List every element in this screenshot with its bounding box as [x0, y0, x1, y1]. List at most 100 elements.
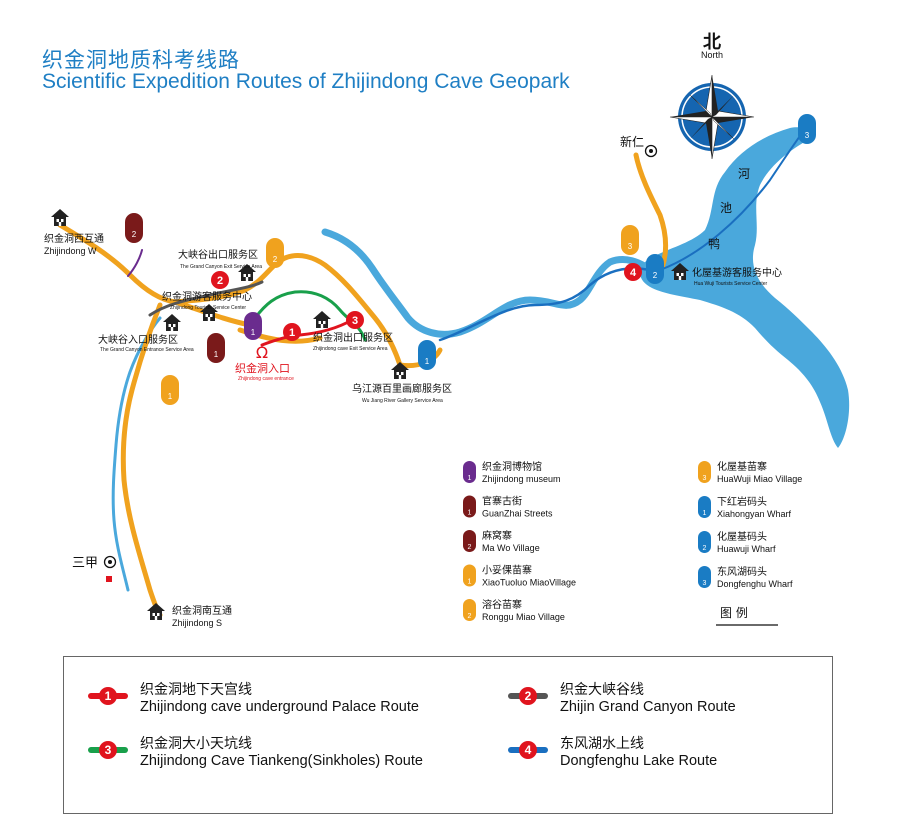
label-cave-entrance-cn: 织金洞入口 [235, 361, 290, 375]
legend-label-cn: 化屋基码头 [717, 530, 767, 543]
omega-icon: Ω [256, 343, 268, 362]
legend-marker-num: 1 [468, 475, 472, 482]
label-zhijin-w-cn: 织金洞西互通 [44, 232, 104, 245]
legend-label-cn: 织金洞博物馆 [482, 460, 542, 473]
map-wharf-3-num: 3 [805, 131, 810, 140]
label-tourist-center-cn: 织金洞游客服务中心 [162, 290, 252, 303]
legend-marker [698, 531, 711, 553]
route-2-name-en: Zhijin Grand Canyon Route [560, 699, 736, 715]
legend-label-en: HuaWuji Miao Village [717, 474, 802, 484]
route-4-line [438, 267, 652, 342]
label-huawuji-center-cn: 化屋基游客服务中心 [692, 266, 782, 279]
route-2-badge: 2 [519, 687, 537, 705]
legend-marker-num: 3 [703, 475, 707, 482]
house-icon [147, 603, 165, 620]
north-compass [669, 74, 755, 160]
legend-marker-num: 3 [703, 580, 707, 587]
legend-marker-num: 1 [468, 510, 472, 517]
map-route-1-num: 1 [289, 327, 295, 339]
legend-label-cn: 小妥倮苗寨 [482, 564, 532, 577]
map-wharf-1-num: 1 [425, 357, 430, 366]
label-canyon-entrance-en: The Grand Canyon Entrance Service Area [100, 347, 194, 353]
route-number-markers: 2 1 3 4 [211, 263, 642, 341]
house-icon [163, 314, 181, 331]
map-wharf-2-num: 2 [653, 271, 658, 280]
river-west [111, 316, 162, 592]
legend-label-cn: 下红岩码头 [717, 495, 767, 508]
label-lake-2: 池 [720, 201, 732, 215]
legend-label-en: Ma Wo Village [482, 543, 540, 553]
route-4-name-cn: 东风湖水上线 [560, 736, 644, 752]
legend-marker [463, 599, 476, 621]
label-cave-entrance-en: Zhijindong cave entrance [238, 376, 294, 382]
map-village-1-num: 1 [214, 350, 219, 359]
route-1-name-en: Zhijindong cave underground Palace Route [140, 699, 419, 715]
compass-north-en: North [701, 50, 723, 60]
label-zhijin-s-en: Zhijindong S [172, 618, 222, 628]
legend-marker-num: 2 [468, 544, 472, 551]
legend-label-cn: 东风湖码头 [717, 565, 767, 578]
label-cave-exit-en: Zhijindong cave Exit Service Area [313, 346, 388, 352]
route-4-badge: 4 [519, 741, 537, 759]
house-icon [51, 209, 69, 226]
map-title-cn: 织金洞地质科考线路 [42, 48, 240, 72]
map-route-3-num: 3 [352, 315, 358, 327]
dongfeng-lake [640, 127, 850, 449]
legend-label-en: Zhijindong museum [482, 474, 561, 484]
legend-title: 图 例 [720, 606, 748, 620]
label-wujiang-cn: 乌江源百里画廊服务区 [352, 382, 452, 395]
label-xinren: 新仁 [620, 134, 644, 149]
place-labels: 新仁 三甲 织金洞西互通 Zhijindong W 大峡谷出口服务区 The G… [44, 134, 782, 628]
route-2-canyon [127, 249, 143, 277]
legend-label-cn: 麻窝寨 [482, 529, 512, 542]
route-1-name-cn: 织金洞地下天宫线 [140, 682, 252, 698]
route-3-name-en: Zhijindong Cave Tiankeng(Sinkholes) Rout… [140, 753, 423, 769]
legend-marker [698, 566, 711, 588]
legend-label-en: Huawuji Wharf [717, 544, 776, 554]
water-bodies [111, 127, 850, 592]
label-wujiang-en: Wu Jiang River Gallery Service Area [362, 398, 443, 404]
route-4-lake [659, 127, 807, 271]
route-2-line [148, 280, 264, 317]
label-canyon-entrance-cn: 大峡谷入口服务区 [98, 333, 178, 346]
map-miao-3-num: 3 [628, 242, 633, 251]
cave-entrance: Ω 织金洞入口 Zhijindong cave entrance [235, 343, 294, 382]
route-4-name-en: Dongfenghu Lake Route [560, 753, 718, 769]
label-canyon-exit-en: The Grand Canyon Exit Service Area [180, 264, 262, 270]
route-1-badge: 1 [99, 687, 117, 705]
map-village-2-num: 2 [132, 230, 137, 239]
legend-label-en: XiaoTuoluo MiaoVillage [482, 578, 576, 588]
legend-marker-num: 2 [468, 613, 472, 620]
route-3-name-cn: 织金洞大小天坑线 [140, 736, 252, 752]
river-upper [321, 228, 654, 338]
map-title-en: Scientific Expedition Routes of Zhijindo… [42, 70, 570, 93]
legend-label-cn: 化屋基苗寨 [717, 460, 767, 473]
route-2-name-cn: 织金大峡谷线 [560, 682, 644, 698]
legend-label-en: Ronggu Miao Village [482, 612, 565, 622]
legend-marker [463, 564, 476, 587]
map-museum-num: 1 [251, 328, 256, 337]
map-route-4-num: 4 [630, 267, 637, 279]
legend-marker [698, 461, 711, 483]
legend-marker [463, 530, 476, 552]
label-canyon-exit-cn: 大峡谷出口服务区 [178, 248, 258, 261]
legend-marker [463, 461, 476, 483]
label-huawuji-center-en: Hua Wuji Tourists Service Center [694, 281, 768, 287]
compass-north-cn: 北 [703, 32, 721, 53]
legend-marker-num: 1 [703, 510, 707, 517]
map-miao-1-num: 1 [168, 392, 173, 401]
poi-markers: 1 2 1 1 2 3 1 2 3 [125, 114, 816, 405]
route-legend-box: 1 织金洞地下天宫线 Zhijindong cave underground P… [63, 656, 833, 814]
map-miao-2-num: 2 [273, 255, 278, 264]
legend-label-en: Dongfenghu Wharf [717, 579, 793, 589]
label-zhijin-s-cn: 织金洞南互通 [172, 604, 232, 617]
legend-marker-num: 2 [703, 545, 707, 552]
house-icon [313, 311, 331, 328]
legend-label-en: Xiahongyan Wharf [717, 509, 792, 519]
label-zhijin-w-en: Zhijindong W [44, 246, 97, 256]
label-lake-3: 鸭 [708, 237, 720, 251]
label-tourist-center-en: Zhijindong Tourists Service Center [170, 305, 246, 311]
legend-marker-num: 1 [468, 579, 472, 586]
